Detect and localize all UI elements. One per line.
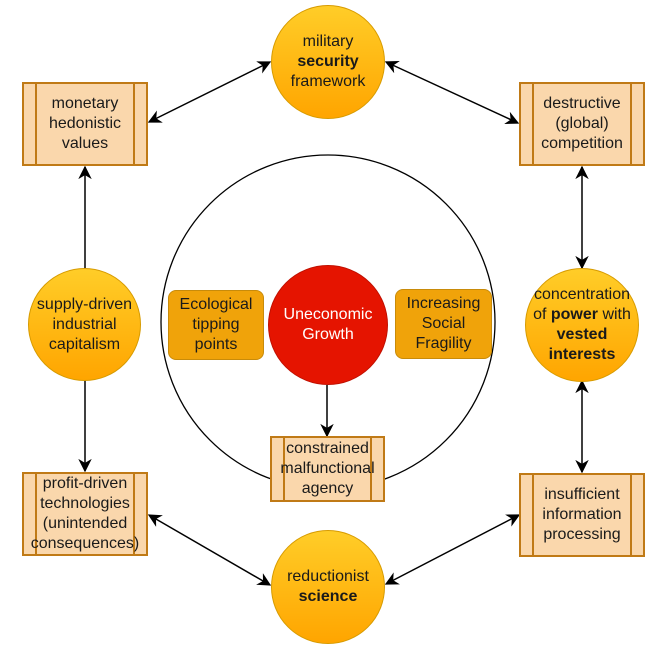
label: Fragility bbox=[415, 335, 472, 352]
label: competition bbox=[541, 135, 623, 152]
edge-science-insufficient bbox=[384, 514, 521, 585]
label: tipping bbox=[192, 316, 240, 333]
label: monetary bbox=[51, 95, 119, 112]
node-profit-driven-technologies[interactable]: profit-driven technologies (unintended cons… bbox=[22, 472, 148, 556]
node-concentration-of-power[interactable]: concentration of power with vested interest… bbox=[525, 268, 639, 382]
node-reductionist-science[interactable]: reductionist science bbox=[271, 530, 385, 644]
label: hedonistic bbox=[48, 115, 122, 132]
node-insufficient-information-processing[interactable]: insufficient information processing bbox=[519, 473, 645, 557]
label: Growth bbox=[302, 326, 354, 343]
label-bold: security bbox=[297, 53, 359, 70]
label: reductionist bbox=[287, 568, 369, 585]
label-bold: power bbox=[550, 306, 598, 323]
node-supply-driven-industrial-capitalism[interactable]: supply-driven industrial capitalism bbox=[28, 268, 141, 381]
label: military bbox=[302, 33, 354, 50]
node-military-security-framework[interactable]: military security framework bbox=[271, 5, 385, 119]
label-bold: vested bbox=[556, 326, 608, 343]
label: points bbox=[194, 336, 238, 353]
label: capitalism bbox=[48, 335, 121, 353]
label: processing bbox=[543, 526, 621, 543]
label: malfunctional bbox=[280, 460, 375, 477]
edge-military-monetary bbox=[147, 61, 272, 123]
node-monetary-hedonistic-values[interactable]: monetary hedonistic values bbox=[22, 82, 148, 166]
label: supply-driven bbox=[36, 295, 133, 313]
label: agency bbox=[301, 480, 354, 497]
label: profit-driven bbox=[42, 475, 128, 492]
label: Uneconomic bbox=[283, 306, 373, 323]
node-destructive-global-competition[interactable]: destructive (global) competition bbox=[519, 82, 645, 166]
edge-military-destructive bbox=[384, 60, 520, 125]
label-bold: interests bbox=[548, 346, 616, 363]
label: values bbox=[61, 135, 109, 152]
label: insufficient bbox=[544, 486, 620, 503]
label: Increasing bbox=[406, 295, 481, 312]
label: Social bbox=[421, 315, 466, 332]
label: (unintended bbox=[42, 515, 128, 532]
label: (global) bbox=[555, 115, 609, 132]
label: constrained bbox=[286, 440, 369, 457]
label: destructive bbox=[543, 95, 621, 112]
node-constrained-malfunctional-agency[interactable]: constrained malfunctional agency bbox=[270, 436, 385, 502]
node-ecological-tipping-points[interactable]: Ecological tipping points bbox=[168, 290, 264, 360]
label-bold: science bbox=[298, 588, 358, 605]
label: information bbox=[542, 506, 622, 523]
label: technologies bbox=[40, 495, 130, 512]
label: concentration bbox=[533, 286, 631, 303]
label: framework bbox=[290, 73, 366, 90]
label: with bbox=[598, 306, 631, 323]
label: of bbox=[533, 306, 551, 323]
edge-profit-science bbox=[147, 514, 272, 586]
label: Ecological bbox=[179, 296, 253, 313]
label: industrial bbox=[52, 315, 117, 333]
label: consequences) bbox=[30, 535, 140, 552]
